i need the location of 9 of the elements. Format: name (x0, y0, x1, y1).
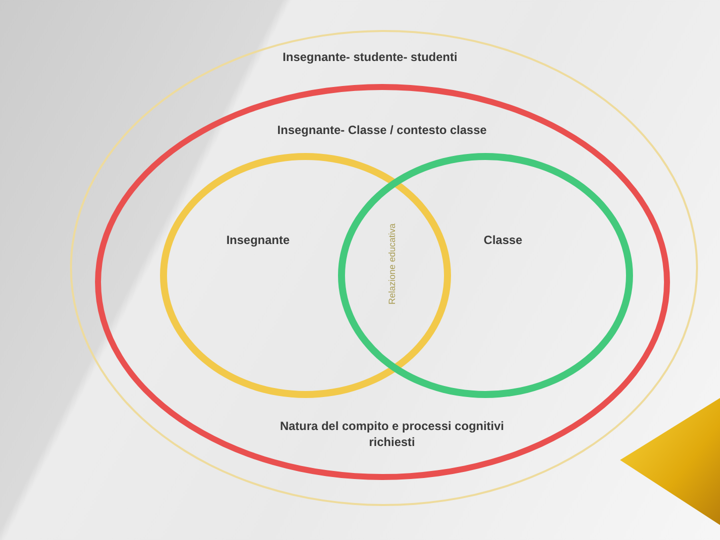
ellipse-heading: Insegnante- studente- studenti (282, 48, 458, 66)
inner-ellipse (95, 84, 670, 480)
ellipse-caption: Natura del compito e processi cognitivi richiesti (278, 418, 506, 450)
ellipse-heading: Insegnante- Classe / contesto classe (277, 122, 487, 138)
left-circle (160, 153, 451, 398)
right-circle (338, 153, 633, 398)
vertical-label: Relazione educativa (387, 223, 397, 305)
circle-label: Insegnante (226, 232, 290, 248)
circle-label: Classe (484, 232, 522, 248)
